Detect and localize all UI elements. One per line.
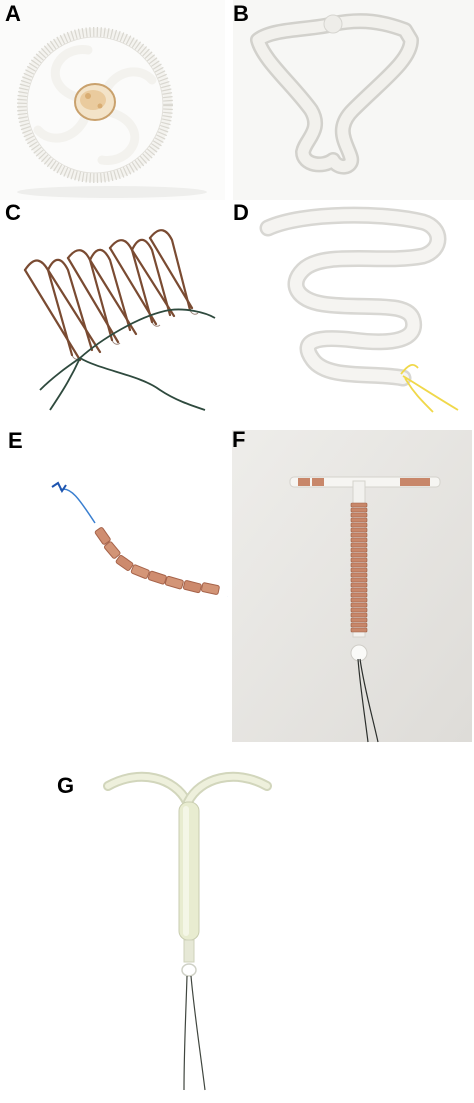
panel-label: D bbox=[233, 200, 249, 225]
panel-g: G bbox=[0, 750, 474, 1103]
panel-g-photo bbox=[0, 750, 474, 1103]
panel-label: G bbox=[57, 773, 75, 798]
panel-label: F bbox=[232, 427, 246, 452]
panel-e-photo bbox=[0, 425, 228, 615]
panel-a: A bbox=[0, 0, 225, 200]
panel-label: C bbox=[5, 200, 21, 225]
panel-d-photo bbox=[233, 200, 474, 415]
panel-label: E bbox=[8, 428, 23, 453]
panel-c-photo bbox=[0, 200, 225, 415]
panel-b-photo bbox=[233, 0, 474, 200]
panel-label: B bbox=[233, 1, 249, 26]
panel-a-photo bbox=[0, 0, 225, 200]
panel-b: B bbox=[233, 0, 474, 200]
panel-f: F bbox=[228, 425, 474, 743]
panel-e: E bbox=[0, 425, 228, 615]
panel-d: D bbox=[233, 200, 474, 415]
panel-label: A bbox=[5, 1, 21, 26]
panel-f-photo bbox=[232, 430, 472, 743]
panel-c: C bbox=[0, 200, 225, 415]
